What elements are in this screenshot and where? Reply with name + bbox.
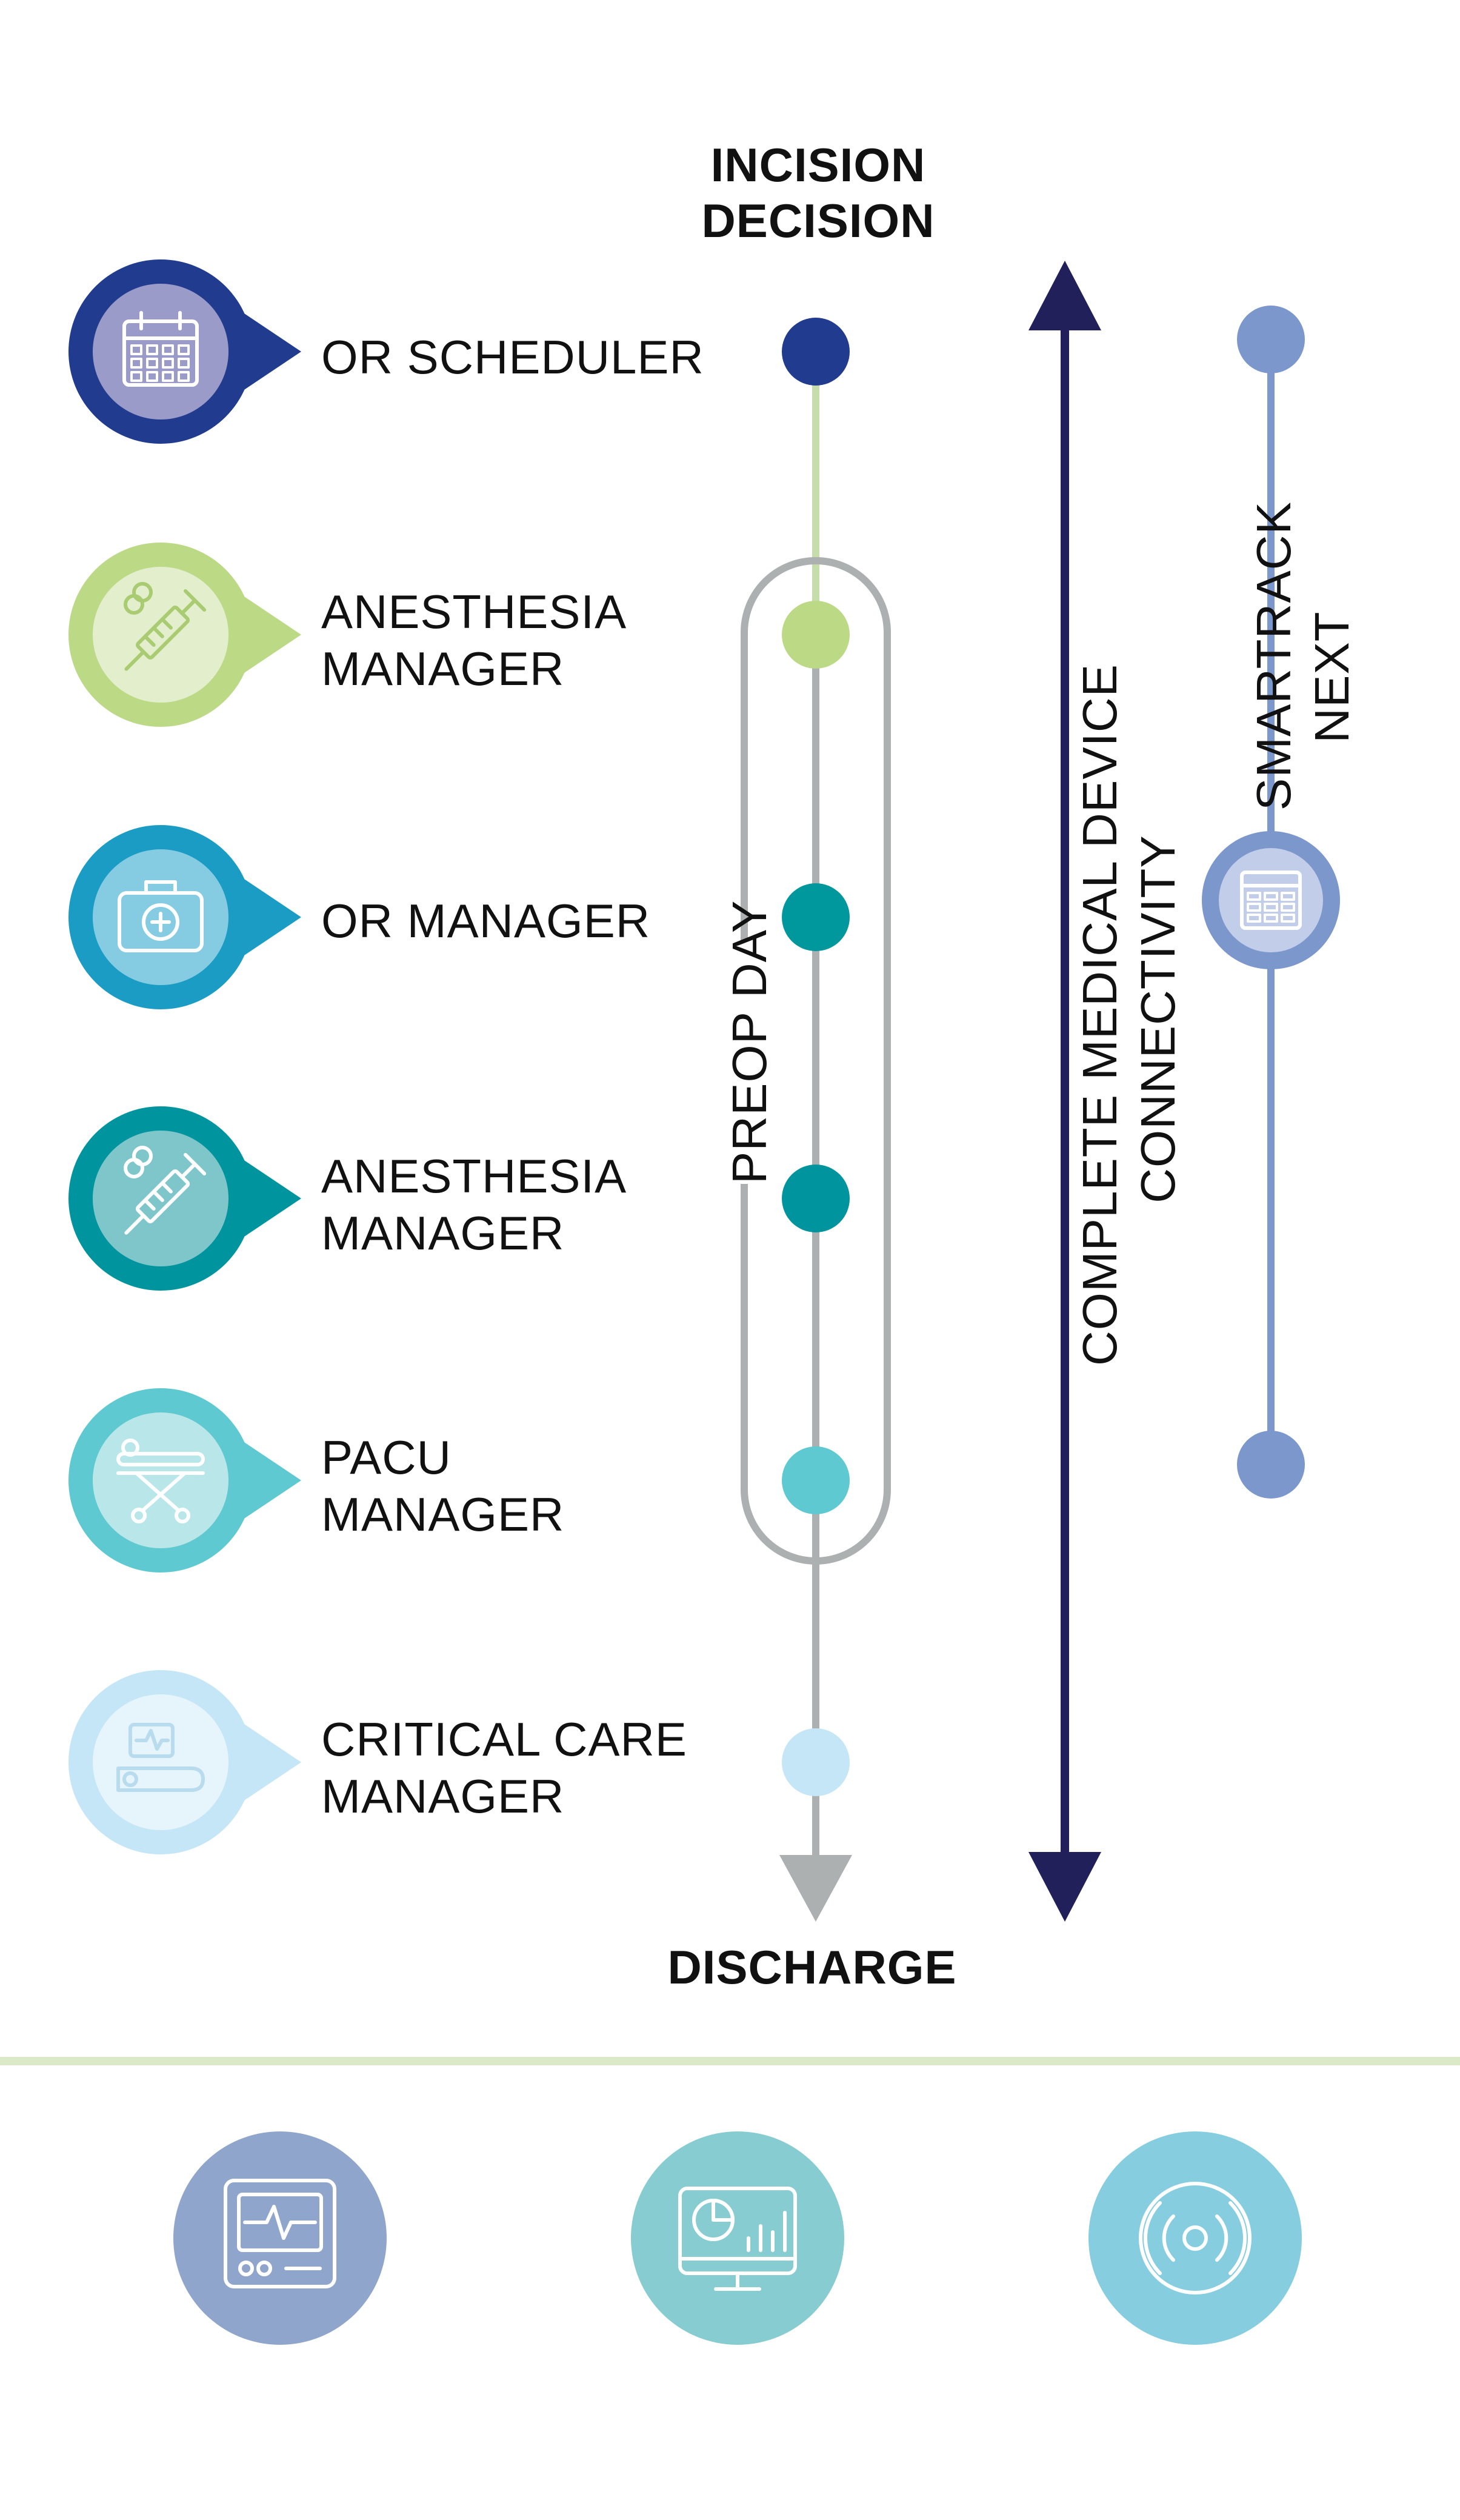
role-label-anesthesia-manager-1: ANESTHESIA MANAGER: [321, 585, 627, 695]
vital-monitor-badge: [173, 2131, 387, 2345]
timeline-dot-1: [782, 318, 850, 386]
timeline-dot-5: [782, 1446, 850, 1514]
bubble-pointer: [233, 872, 301, 963]
wireless-signal-icon: [1139, 2182, 1252, 2294]
bubble-pointer: [233, 589, 301, 680]
connectivity-arrowhead-down: [1028, 1852, 1101, 1922]
calendar-icon: [122, 311, 199, 387]
smartrack-dot-bottom: [1237, 1431, 1305, 1499]
timeline-arrowhead: [779, 1855, 852, 1922]
connectivity-label: COMPLETE MEDICAL DEVICE CONNECTIVITY: [1071, 646, 1187, 1383]
role-label-or-scheduler: OR SCHEDULER: [321, 330, 704, 384]
stretcher-icon: [116, 1439, 205, 1523]
analytics-display-icon: [678, 2187, 797, 2291]
bottom-badge-circle: [1088, 2131, 1302, 2345]
role-label-anesthesia-manager-2: ANESTHESIA MANAGER: [321, 1149, 627, 1260]
syringe-icon: [124, 582, 207, 671]
bottom-badge-circle: [173, 2131, 387, 2345]
bubble-inner: [93, 1412, 228, 1548]
syringe-icon: [124, 1146, 207, 1235]
timeline-dot-6: [782, 1728, 850, 1796]
bubble-inner: [93, 284, 228, 419]
decision-label: DECISION: [701, 194, 935, 247]
analytics-display-badge: [631, 2131, 844, 2345]
incision-decision-label: INCISION DECISION: [667, 137, 970, 249]
discharge-label: DISCHARGE: [667, 1940, 957, 1994]
rack-server-icon: [1240, 871, 1302, 930]
role-label-pacu-manager: PACU MANAGER: [321, 1431, 565, 1541]
wireless-signal-badge: [1088, 2131, 1302, 2345]
preop-day-label: PREOP DAY: [721, 900, 779, 1184]
or-manager-bubble: [68, 825, 301, 1009]
bubble-pointer: [233, 1435, 301, 1526]
vital-monitor-icon: [224, 2179, 336, 2288]
anesthesia-manager-bubble-2: [68, 1106, 301, 1291]
role-label-critical-care-manager: CRITICAL CARE MANAGER: [321, 1713, 687, 1823]
anesthesia-manager-bubble-1: [68, 543, 301, 727]
bubble-inner: [93, 1694, 228, 1830]
smartrack-next-label: SMARTRACK NEXT: [1247, 501, 1359, 810]
bubble-pointer: [233, 1717, 301, 1808]
pacu-manager-bubble: [68, 1388, 301, 1572]
connectivity-arrowhead-up: [1028, 261, 1101, 330]
bottom-badge-circle: [631, 2131, 844, 2345]
medical-kit-icon: [118, 880, 204, 952]
role-label-or-manager: OR MANAGER: [321, 894, 651, 948]
critical-care-manager-bubble: [68, 1670, 301, 1854]
bubble-pointer: [233, 1153, 301, 1244]
or-scheduler-bubble: [68, 259, 301, 444]
timeline-dot-2: [782, 601, 850, 669]
incision-label: INCISION: [710, 138, 926, 192]
smartrack-dot-top: [1237, 306, 1305, 373]
bubble-pointer: [233, 306, 301, 397]
timeline-dot-4: [782, 1165, 850, 1232]
timeline-dot-3: [782, 883, 850, 951]
section-divider: [0, 2057, 1460, 2065]
patient-monitor-bed-icon: [116, 1723, 205, 1792]
